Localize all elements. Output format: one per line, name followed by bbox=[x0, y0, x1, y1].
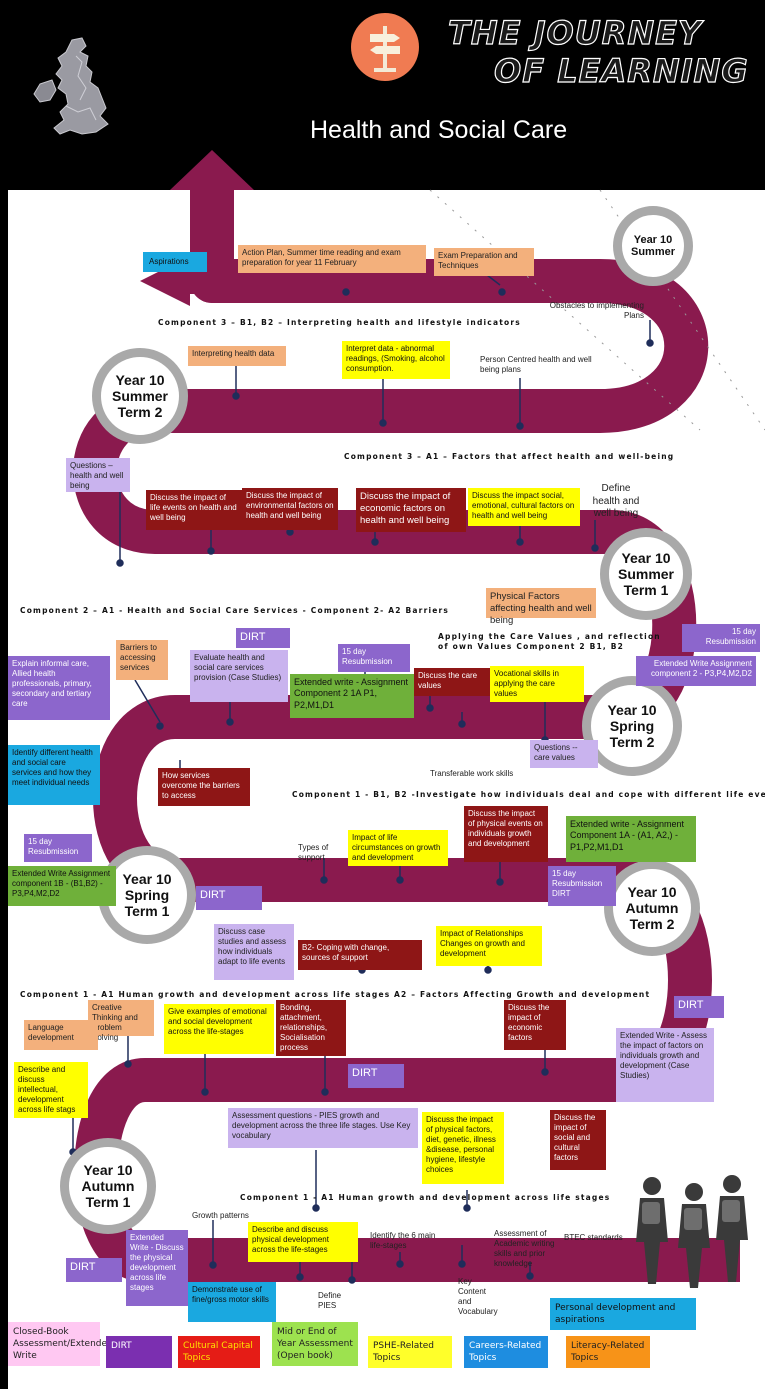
legend-dirt: DIRT bbox=[106, 1336, 172, 1368]
emotional-social-box: Give examples of emotional and social de… bbox=[164, 1004, 274, 1054]
fifteen-day-resubmission-3: 15 day Resubmission bbox=[24, 834, 92, 862]
explain-informal-care-box: Explain informal care, Allied health pro… bbox=[8, 656, 110, 720]
types-support-box: Types of support bbox=[298, 843, 329, 862]
vocational-skills-box: Vocational skills in applying the care v… bbox=[490, 666, 584, 702]
dirt-box-4: DIRT bbox=[348, 1064, 404, 1088]
identify-services-box: Identify different health and social car… bbox=[8, 745, 100, 805]
interpreting-data-box: Interpreting health data bbox=[188, 346, 286, 366]
assessment-questions-pies-box: Assessment questions - PIES growth and d… bbox=[228, 1108, 418, 1148]
legend-cultural-capital: Cultural Capital Topics bbox=[178, 1336, 260, 1368]
heading-component2-a1: Component 2 – A1 - Health and Social Car… bbox=[20, 606, 450, 615]
dirt-box-5: DIRT bbox=[66, 1258, 122, 1282]
discuss-case-studies-box: Discuss case studies and assess how indi… bbox=[214, 924, 294, 980]
dirt-box-1: DIRT bbox=[236, 628, 290, 648]
discuss-environmental-box: Discuss the impact of environmental fact… bbox=[242, 488, 338, 530]
journey-title-line2: OF LEARNING bbox=[493, 51, 749, 90]
transferable-skills-box: Transferable work skills bbox=[430, 769, 514, 778]
heading-component3-b1b2: Component 3 – B1, B2 – Interpreting heal… bbox=[158, 318, 521, 327]
language-development-box: Language development bbox=[24, 1020, 98, 1050]
journey-title-line1: THE JOURNEY bbox=[447, 13, 703, 52]
legend-careers: Careers-Related Topics bbox=[464, 1336, 548, 1368]
milestone-year10-spring-term2: Year 10 Spring Term 2 bbox=[582, 676, 682, 776]
extended-write-c1b-box: Extended Write Assignment component 1B -… bbox=[8, 866, 116, 906]
uk-map-icon bbox=[33, 37, 109, 135]
obstacles-box: Obstacles to implementing Plans bbox=[549, 301, 644, 320]
heading-component1-a2: A2 – Factors Affecting Growth and develo… bbox=[394, 990, 651, 999]
interpret-data-abnormal-box: Interpret data - abnormal readings, (Smo… bbox=[342, 341, 450, 379]
discuss-physical-factors-box: Discuss the impact of physical factors, … bbox=[422, 1112, 504, 1184]
discuss-social-cultural-box: Discuss the impact of social and cultura… bbox=[550, 1110, 606, 1170]
dirt-box-2: DIRT bbox=[196, 886, 262, 910]
exam-prep-box: Exam Preparation and Techniques bbox=[434, 248, 534, 276]
coping-with-change-box: B2- Coping with change, sources of suppo… bbox=[298, 940, 422, 970]
milestone-year10-summer-term1: Year 10 Summer Term 1 bbox=[600, 528, 692, 620]
assessment-academic-box: Assessment of Academic writing skills an… bbox=[494, 1229, 555, 1268]
btec-standards-box: BTEC standards bbox=[564, 1233, 623, 1242]
demonstrate-motor-skills-box: Demonstrate use of fine/gross motor skil… bbox=[188, 1282, 276, 1322]
subject-title: Health and Social Care bbox=[310, 116, 568, 144]
milestone-year10-summer-term2: Year 10 Summer Term 2 bbox=[92, 348, 188, 444]
discuss-social-box: Discuss the impact social, emotional, cu… bbox=[468, 488, 580, 526]
heading-component1-b1b2: Component 1 - B1, B2 -Investigate how in… bbox=[292, 790, 765, 799]
discuss-life-events-box: Discuss the impact of life events on hea… bbox=[146, 490, 242, 530]
milestone-year10-autumn-term2: Year 10 Autumn Term 2 bbox=[604, 860, 700, 956]
fifteen-day-resubmission-1: 15 day Resubmission bbox=[682, 624, 760, 652]
students-walking-image bbox=[636, 1175, 748, 1288]
barriers-box: Barriers to accessing services bbox=[116, 640, 168, 680]
define-health-box: Define health and well being bbox=[592, 483, 640, 519]
intellectual-development-box: Describe and discuss intellectual, devel… bbox=[14, 1062, 88, 1118]
heading-component2-b1-text: Applying the Care Values , and reflectio… bbox=[438, 632, 661, 652]
identify-life-stages-box: Identify the 6 main life-stages bbox=[370, 1231, 436, 1250]
describe-physical-box: Describe and discuss physical developmen… bbox=[248, 1222, 358, 1262]
bonding-box: Bonding, attachment, relationships, Soci… bbox=[276, 1000, 346, 1056]
fifteen-day-resubmission-2: 15 day Resubmission bbox=[338, 644, 410, 672]
extended-write-c1a-box: Extended write - Assignment Component 1A… bbox=[566, 816, 696, 862]
physical-factors-box: Physical Factors affecting health and we… bbox=[486, 588, 596, 626]
heading-component2-b1: Applying the Care Values , and reflectio… bbox=[438, 632, 674, 652]
legend-personal-development: Personal development and aspirations bbox=[550, 1298, 696, 1330]
extended-write-assess-box: Extended Write - Assess the impact of fa… bbox=[616, 1028, 714, 1102]
discuss-economic-factors-box: Discuss the impact of economic factors bbox=[504, 1000, 566, 1050]
fifteen-day-dirt-box: 15 day Resubmission DIRT bbox=[548, 866, 616, 906]
how-services-box: How services overcome the barriers to ac… bbox=[158, 768, 250, 806]
discuss-physical-events-box: Discuss the impact of physical events on… bbox=[464, 806, 548, 862]
define-pies-box: Define PIES bbox=[318, 1291, 342, 1310]
extended-write-physical-box: Extended Write - Discuss the physical de… bbox=[126, 1230, 188, 1306]
heading-component3-a1: Component 3 – A1 – Factors that affect h… bbox=[344, 452, 675, 461]
growth-patterns-box: Growth patterns bbox=[192, 1211, 249, 1220]
heading-component1-a1-bottom: Component 1 - A1 Human growth and develo… bbox=[240, 1193, 611, 1202]
milestone-year10-spring-term1: Year 10 Spring Term 1 bbox=[98, 846, 196, 944]
milestone-year10-summer: Year 10 Summer bbox=[613, 206, 693, 286]
evaluate-services-box: Evaluate health and social care services… bbox=[190, 650, 288, 702]
impact-relationships-box: Impact of Relationships Changes on growt… bbox=[436, 926, 542, 966]
creative-thinking-box: Creative Thinking and Problem Solving bbox=[88, 1000, 154, 1042]
impact-life-circumstances-box: Impact of life circumstances on growth a… bbox=[348, 830, 448, 866]
legend-pshe: PSHE-Related Topics bbox=[368, 1336, 452, 1368]
discuss-economic-hw-box: Discuss the impact of economic factors o… bbox=[356, 488, 466, 532]
milestone-year10-autumn-term1: Year 10 Autumn Term 1 bbox=[60, 1138, 156, 1234]
legend-closed-book: Closed-Book Assessment/Extended Write bbox=[8, 1322, 113, 1366]
aspirations-box: Aspirations bbox=[143, 252, 207, 272]
signpost-icon bbox=[351, 13, 419, 81]
legend-literacy: Literacy-Related Topics bbox=[566, 1336, 650, 1368]
action-plan-box: Action Plan, Summer time reading and exa… bbox=[238, 245, 426, 273]
dirt-box-3: DIRT bbox=[674, 996, 724, 1018]
legend-mid-end-year: Mid or End of Year Assessment (Open book… bbox=[272, 1322, 358, 1366]
person-centred-box: Person Centred health and well being pla… bbox=[480, 355, 592, 374]
questions-care-values-box: Questions -- care values bbox=[530, 740, 598, 768]
discuss-care-values-box: Discuss the care values bbox=[414, 668, 490, 696]
key-content-box: Key Content and Vocabulary bbox=[458, 1277, 498, 1316]
heading-component1-a1-mid: Component 1 - A1 Human growth and develo… bbox=[20, 990, 391, 999]
extended-write-c2a-box: Extended write - Assignment Component 2 … bbox=[290, 674, 414, 718]
questions-health-box: Questions – health and well being bbox=[66, 458, 130, 492]
extended-write-c2-box: Extended Write Assignment component 2 - … bbox=[636, 656, 756, 686]
